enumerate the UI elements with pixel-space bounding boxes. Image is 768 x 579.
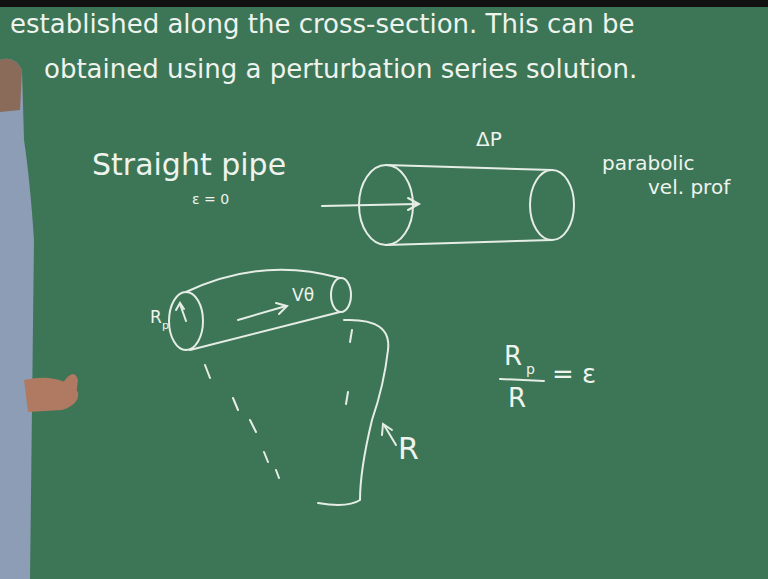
radius-bracket	[318, 320, 388, 505]
chalk-text-line: obtained using a perturbation series sol…	[44, 55, 637, 84]
profile-label: parabolic	[602, 152, 694, 174]
pipe-end	[169, 292, 203, 350]
center-dashes	[346, 330, 352, 404]
ratio-label: R	[504, 342, 522, 371]
ratio-label: = ε	[552, 360, 596, 389]
center-dashes	[205, 365, 279, 478]
pressure-label: ΔP	[476, 128, 502, 150]
lecturer	[0, 59, 78, 579]
subscript-label: p	[526, 362, 535, 377]
profile-label: vel. prof	[648, 176, 730, 198]
pipe-wall	[186, 270, 340, 292]
arrow-head	[276, 303, 287, 314]
pipe-wall	[190, 312, 340, 350]
subscript-label: p	[162, 320, 169, 332]
fraction-bar	[500, 379, 544, 381]
arrow-head	[176, 303, 184, 310]
pipe-wall	[386, 240, 552, 245]
arrow-head	[382, 424, 392, 435]
arrow-head	[408, 198, 419, 210]
pipe-end	[530, 170, 574, 240]
velocity-label: Vθ	[292, 286, 314, 305]
board-frame	[0, 0, 768, 7]
pipe-wall	[386, 165, 552, 170]
condition-label: ε = 0	[192, 192, 229, 207]
pipe-label: Straight pipe	[92, 148, 286, 181]
chalk-text-line: established along the cross-section. Thi…	[10, 10, 634, 39]
flow-arrow	[322, 204, 418, 206]
radius-label: R	[398, 432, 419, 465]
ratio-label: R	[508, 384, 526, 413]
pipe-end	[331, 278, 351, 312]
radius-label: R	[150, 308, 162, 327]
